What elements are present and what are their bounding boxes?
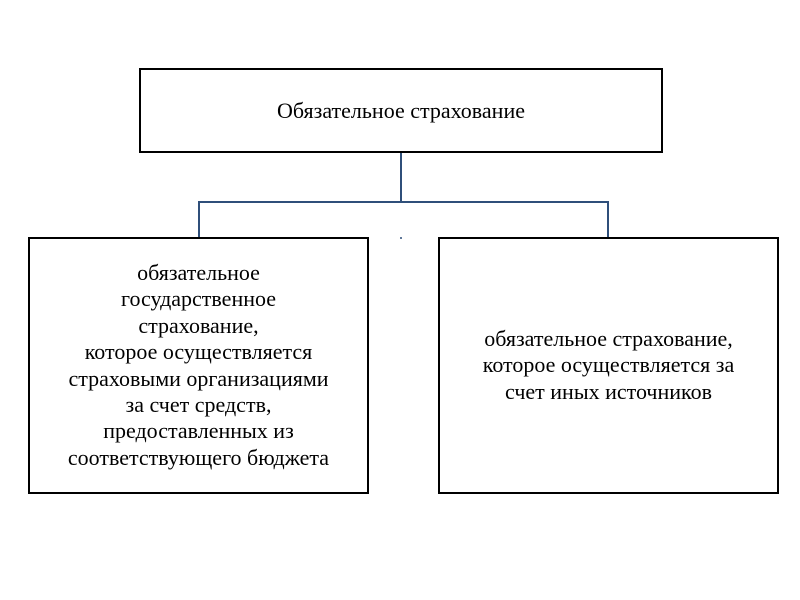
left-node-line: соответствующего бюджета <box>67 444 330 470</box>
right-node-line: обязательное страхование, <box>484 325 733 351</box>
right-node-box: обязательное страхование, которое осущес… <box>438 237 779 494</box>
right-node-line: счет иных источников <box>505 378 712 404</box>
left-node-text: обязательное государственное страхование… <box>68 260 329 471</box>
left-node-line: за счет средств, <box>125 391 272 417</box>
root-node-label: Обязательное страхование <box>277 97 525 123</box>
left-node-line: предоставленных из <box>103 418 294 444</box>
right-node-text: обязательное страхование, которое осущес… <box>483 326 734 405</box>
left-node-line: страховыми организациями <box>68 365 329 391</box>
root-node-box: Обязательное страхование <box>139 68 663 153</box>
stray-dot <box>400 237 402 239</box>
left-node-line: государственное <box>120 286 277 312</box>
right-node-line: которое осуществляется за <box>482 352 735 378</box>
left-node-line: которое осуществляется <box>84 339 313 365</box>
left-node-box: обязательное государственное страхование… <box>28 237 369 494</box>
left-node-line: обязательное <box>137 259 260 285</box>
left-node-line: страхование, <box>138 312 259 338</box>
